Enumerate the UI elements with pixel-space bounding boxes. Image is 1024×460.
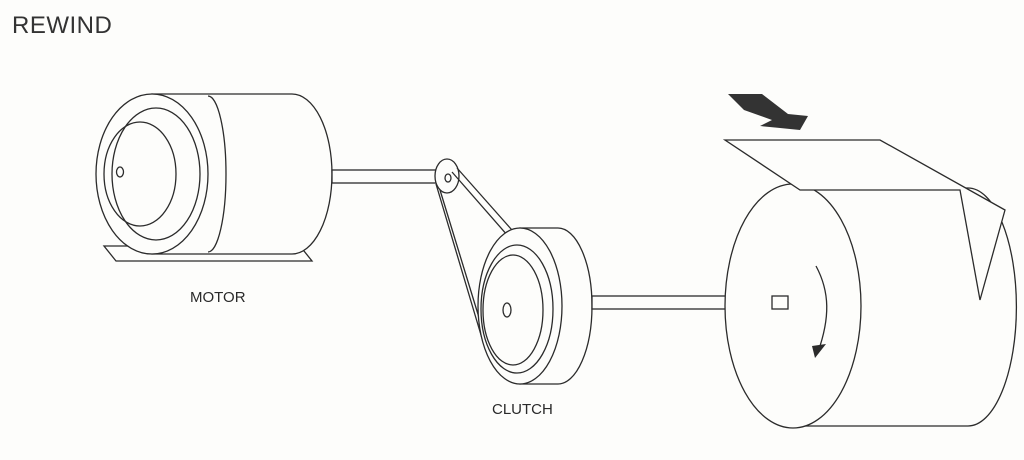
- clutch-label: CLUTCH: [492, 401, 553, 418]
- motor: [95, 93, 333, 262]
- motor-body-seam: [207, 95, 227, 253]
- clutch: [477, 227, 593, 385]
- rotation-arrow-icon: [815, 265, 828, 353]
- diagram-title: REWIND: [12, 12, 113, 39]
- motor-shaft: [331, 169, 446, 184]
- clutch-axle-hole: [502, 302, 512, 318]
- clutch-face: [477, 227, 563, 385]
- motor-face-ring-inner: [103, 121, 177, 227]
- motor-face-ring-outer: [111, 107, 201, 241]
- motor-axle-hole: [115, 166, 125, 178]
- clutch-face-ring-inner: [482, 254, 544, 366]
- web-sheet: [722, 139, 1006, 301]
- web-direction-arrow-icon: [728, 94, 808, 130]
- motor-pulley-hub: [444, 173, 452, 183]
- clutch-face-ring: [480, 244, 554, 374]
- roll-shaft-end: [771, 295, 789, 310]
- motor-label: MOTOR: [190, 289, 246, 306]
- roll-end-face: [724, 183, 862, 429]
- motor-pulley: [434, 158, 460, 194]
- rewind-roll: [722, 139, 1018, 429]
- motor-end-face: [95, 93, 209, 255]
- rotation-arrowhead-icon: [812, 344, 826, 358]
